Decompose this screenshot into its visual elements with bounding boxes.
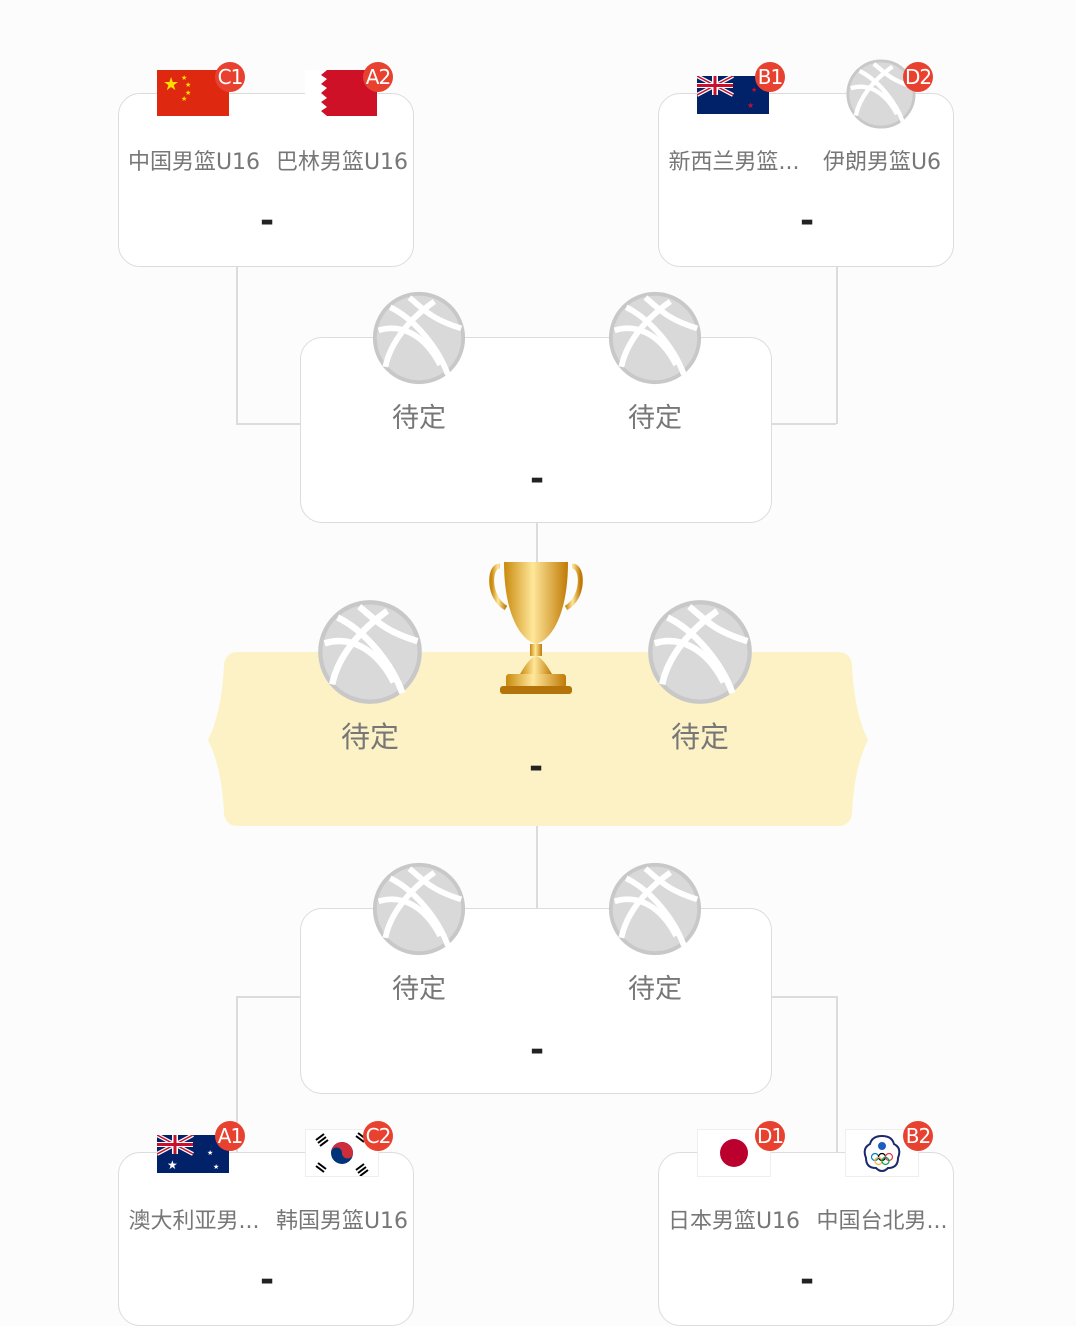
basketball-placeholder-icon [607,861,703,957]
svg-text:★: ★ [751,86,757,94]
svg-text:★: ★ [213,1163,219,1171]
quarterfinal-card-top-right[interactable]: ★★ B1 D2 新西兰男篮... 伊朗男篮U6 - [658,93,954,267]
team-name-tbd: 待定 [340,720,399,754]
quarterfinal-card-bottom-left[interactable]: ★★★ A1 C2 澳大利亚男... 韩国男篮U16 - [118,1121,414,1326]
team-name-tbd: 待定 [392,403,446,434]
connector-line [836,996,838,1156]
team-name: 伊朗男篮U6 [822,150,942,175]
team-name: 韩国男篮U16 [275,1209,409,1234]
team-name-tbd: 待定 [628,403,682,434]
chinese-taipei-flag-icon [845,1129,919,1177]
seed-badge: B1 [755,62,785,92]
team-name: 澳大利亚男... [128,1209,260,1234]
match-score: - [528,747,544,787]
seed-badge: B2 [903,1121,933,1151]
connector-line [236,423,302,425]
svg-text:★: ★ [747,101,754,110]
match-score: - [259,201,275,241]
connector-line [236,266,238,424]
svg-text:★: ★ [167,1158,178,1172]
match-score: - [529,1030,545,1070]
final-card[interactable]: 待定 待定 - [208,562,868,826]
connector-line [236,996,238,1156]
svg-text:★: ★ [181,95,187,103]
semifinal-card-bottom[interactable]: 待定 待定 - [300,908,772,1094]
team-name: 中国台北男... [816,1209,948,1234]
basketball-placeholder-icon [646,598,754,706]
connector-line [836,266,838,424]
connector-line [770,423,836,425]
seed-badge: C2 [363,1121,393,1151]
seed-badge: D2 [903,62,933,92]
svg-text:★: ★ [185,89,191,97]
svg-text:★: ★ [185,81,191,89]
basketball-placeholder-icon [607,290,703,386]
australia-flag-icon: ★★★ [157,1135,229,1173]
match-score: - [259,1260,275,1300]
match-score: - [529,459,545,499]
connector-line [236,996,302,998]
team-name: 新西兰男篮... [668,150,800,175]
match-score: - [799,201,815,241]
svg-text:★: ★ [181,74,187,82]
seed-badge: A1 [215,1121,245,1151]
team-name: 日本男篮U16 [667,1209,801,1234]
basketball-placeholder-icon [316,598,424,706]
quarterfinal-card-top-left[interactable]: ★★★★★ C1 A2 中国男篮U16 巴林男篮U16 - [118,62,414,267]
basketball-placeholder-icon [371,861,467,957]
team-name-tbd: 待定 [628,974,682,1005]
china-flag-icon: ★★★★★ [157,70,229,116]
match-score: - [799,1260,815,1300]
seed-badge: D1 [755,1121,785,1151]
team-name-tbd: 待定 [670,720,729,754]
connector-line [770,996,836,998]
team-name: 中国男篮U16 [127,150,261,175]
semifinal-card-top[interactable]: 待定 待定 - [300,337,772,523]
team-name: 巴林男篮U16 [275,150,409,175]
seed-badge: C1 [215,62,245,92]
team-name-tbd: 待定 [392,974,446,1005]
svg-text:★: ★ [207,1149,213,1157]
trophy-icon [489,562,583,694]
quarterfinal-card-bottom-right[interactable]: D1 B2 日本男篮U16 中国台北男... - [658,1121,954,1326]
svg-text:★: ★ [163,74,179,95]
seed-badge: A2 [363,62,393,92]
basketball-placeholder-icon [371,290,467,386]
